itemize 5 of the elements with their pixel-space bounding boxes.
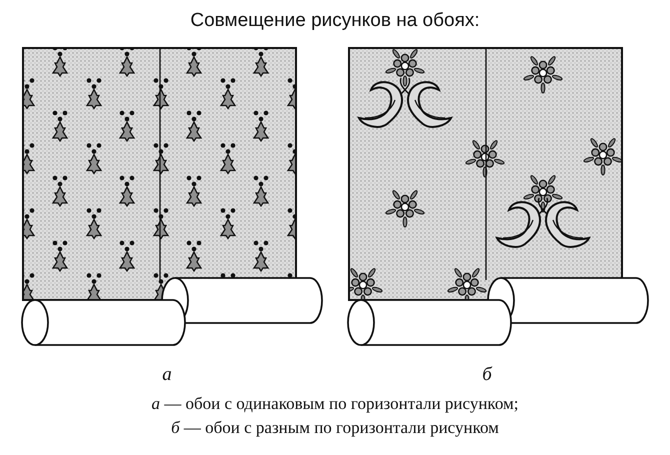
title: Совмещение рисунков на обоях: — [189, 10, 481, 32]
panel-letter: а — [162, 364, 172, 386]
caption-line: а — обои с одинаковым по горизонтали рисунком; — [152, 394, 518, 414]
caption-line: б — обои с разным по горизонтали рисунком — [171, 418, 499, 438]
panel-letter: б — [482, 364, 492, 386]
